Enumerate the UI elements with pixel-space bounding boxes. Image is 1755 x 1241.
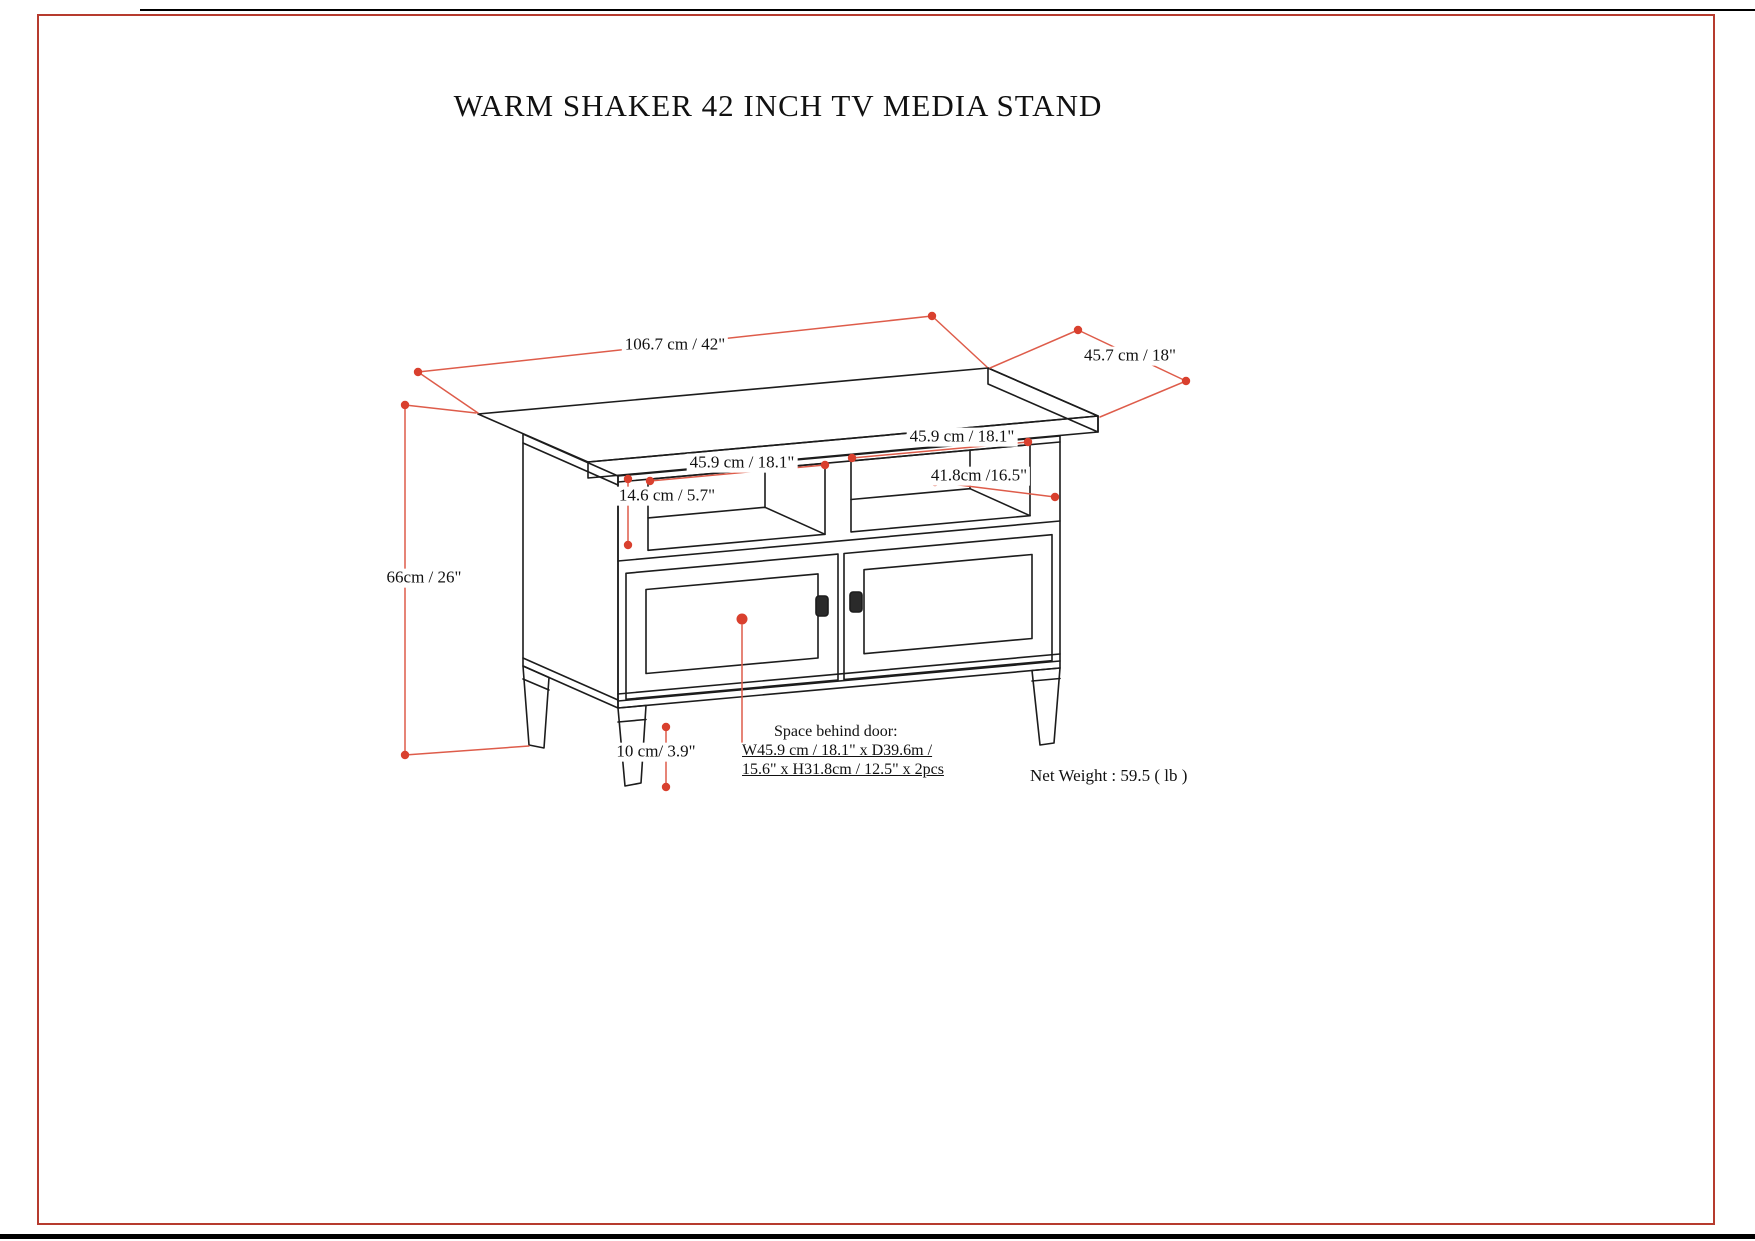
left-side-panel — [522, 433, 619, 709]
space-behind-door-note: Space behind door: W45.9 cm / 18.1" x D3… — [742, 722, 944, 779]
anchor-dot — [661, 722, 671, 732]
shelf-depth-dimension-label: 41.8cm /16.5" — [927, 466, 1031, 486]
front-right-leg — [1031, 667, 1061, 746]
right-door — [843, 533, 1053, 681]
anchor-dot — [1023, 437, 1033, 447]
right-shelf-width-dimension-label: 45.9 cm / 18.1" — [906, 427, 1018, 447]
anchor-dot — [623, 540, 633, 550]
right-shelf-opening — [850, 443, 1031, 533]
dimension-lines — [404, 315, 1187, 788]
top-width-dimension-label: 106.7 cm / 42" — [621, 335, 729, 355]
shelf-height-dimension-label: 14.6 cm / 5.7" — [615, 486, 719, 506]
anchor-dot — [1050, 492, 1060, 502]
right-door-handle-icon — [849, 591, 863, 613]
back-left-leg — [522, 665, 550, 749]
anchor-dot — [400, 400, 410, 410]
anchor-dot — [1181, 376, 1191, 386]
top-width-dimension-line — [417, 315, 988, 414]
anchor-dot — [413, 367, 423, 377]
space-behind-door-title: Space behind door: — [774, 723, 898, 740]
left-shelf-width-dimension-label: 45.9 cm / 18.1" — [686, 453, 798, 473]
page-title: WARM SHAKER 42 INCH TV MEDIA STAND — [453, 88, 1103, 123]
top-depth-dimension-label: 45.7 cm / 18" — [1081, 346, 1179, 366]
net-weight-label: Net Weight : 59.5 ( lb ) — [1030, 766, 1188, 785]
anchor-dot — [1073, 325, 1083, 335]
overall-height-dimension-label: 66cm / 26" — [383, 568, 465, 588]
furniture-outline — [477, 367, 1099, 787]
bottom-scan-line — [0, 1234, 1755, 1239]
space-behind-door-dims-line2: 15.6" x H31.8cm / 12.5" x 2pcs — [742, 761, 944, 778]
left-door — [625, 553, 839, 701]
left-door-handle-icon — [815, 595, 829, 617]
anchor-dot — [661, 782, 671, 792]
anchor-dot — [645, 476, 655, 486]
anchor-dot — [623, 474, 633, 484]
door-note-anchor-dot — [736, 613, 748, 625]
space-behind-door-dims-line1: W45.9 cm / 18.1" x D39.6m / — [742, 742, 933, 759]
anchor-dot — [820, 460, 830, 470]
dimension-anchor-dots — [400, 311, 1191, 792]
left-shelf-opening — [647, 462, 826, 552]
top-depth-dimension-line — [989, 329, 1187, 418]
leg-height-dimension-label: 10 cm/ 3.9" — [613, 742, 699, 762]
anchor-dot — [847, 453, 857, 463]
anchor-dot — [400, 750, 410, 760]
top-scan-line — [140, 9, 1755, 11]
anchor-dot — [927, 311, 937, 321]
